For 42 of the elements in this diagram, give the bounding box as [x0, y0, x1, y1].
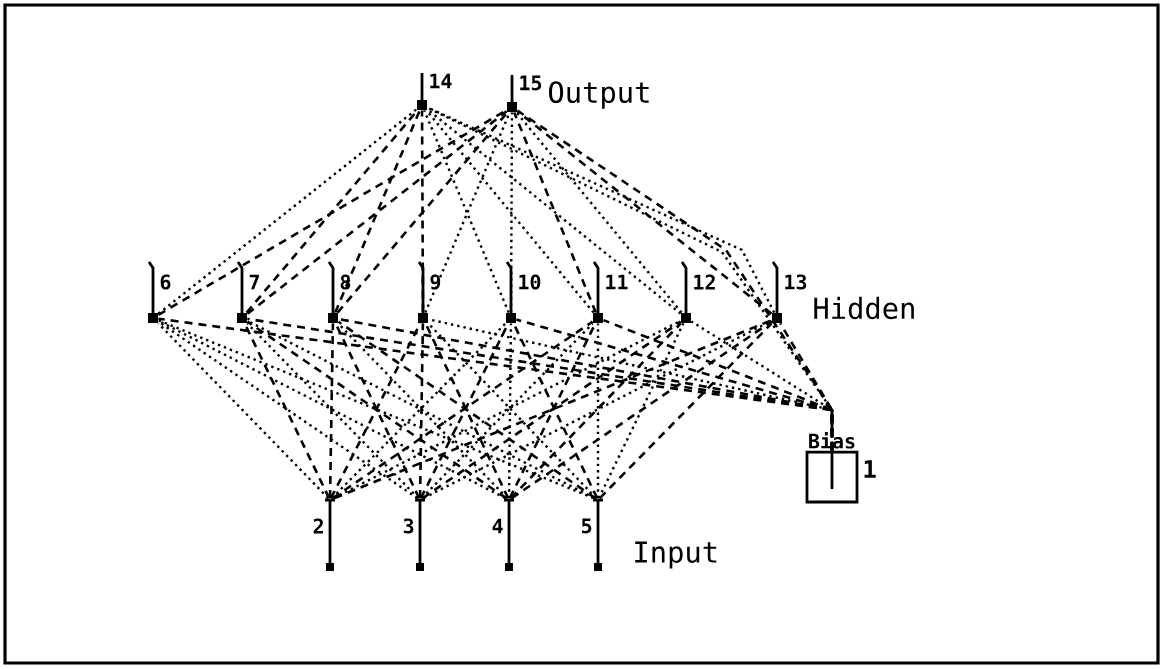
- layer-label: Input: [635, 541, 717, 569]
- connection-line: [246, 110, 508, 315]
- unit-number: 15: [520, 75, 542, 91]
- bias-label: Bias: [805, 430, 859, 451]
- connection-line: [515, 111, 683, 314]
- unit-number: 11: [606, 274, 628, 290]
- unit-number: 3: [403, 518, 414, 534]
- connection-line: [516, 109, 834, 451]
- unit-number: 7: [249, 274, 259, 290]
- unit-number: 4: [492, 518, 503, 534]
- connection-line: [336, 111, 509, 314]
- connection-line: [597, 322, 685, 499]
- connection-line: [420, 110, 425, 313]
- connection-line: [426, 108, 682, 315]
- connection-line: [157, 108, 418, 315]
- layer-label: Hidden: [814, 296, 914, 320]
- connection-line: [509, 112, 514, 313]
- connection-line: [157, 319, 594, 500]
- connection-line: [328, 323, 335, 499]
- connection-line: [513, 111, 597, 314]
- layer-label: Output: [549, 81, 649, 109]
- connection-line: [334, 319, 773, 500]
- unit-number: 12: [694, 274, 715, 290]
- connection-line: [418, 323, 425, 499]
- unit-number: 6: [160, 274, 171, 290]
- connection-line: [246, 322, 419, 499]
- connection-line: [516, 110, 773, 315]
- connection-line: [596, 323, 600, 499]
- unit-number: 10: [519, 274, 541, 290]
- connection-line: [246, 320, 507, 500]
- unit-number: 2: [313, 518, 323, 534]
- unit-number: 5: [581, 518, 592, 534]
- connection-line: [598, 322, 773, 499]
- connection-line: [157, 322, 330, 499]
- unit-number: 14: [430, 73, 452, 89]
- connection-line: [422, 320, 682, 500]
- unit-number: 13: [785, 274, 807, 290]
- connection-line: [511, 320, 773, 500]
- unit-number: 1: [864, 460, 876, 478]
- connection-line: [509, 322, 682, 499]
- connection-line: [334, 109, 421, 314]
- connection-line: [507, 323, 513, 499]
